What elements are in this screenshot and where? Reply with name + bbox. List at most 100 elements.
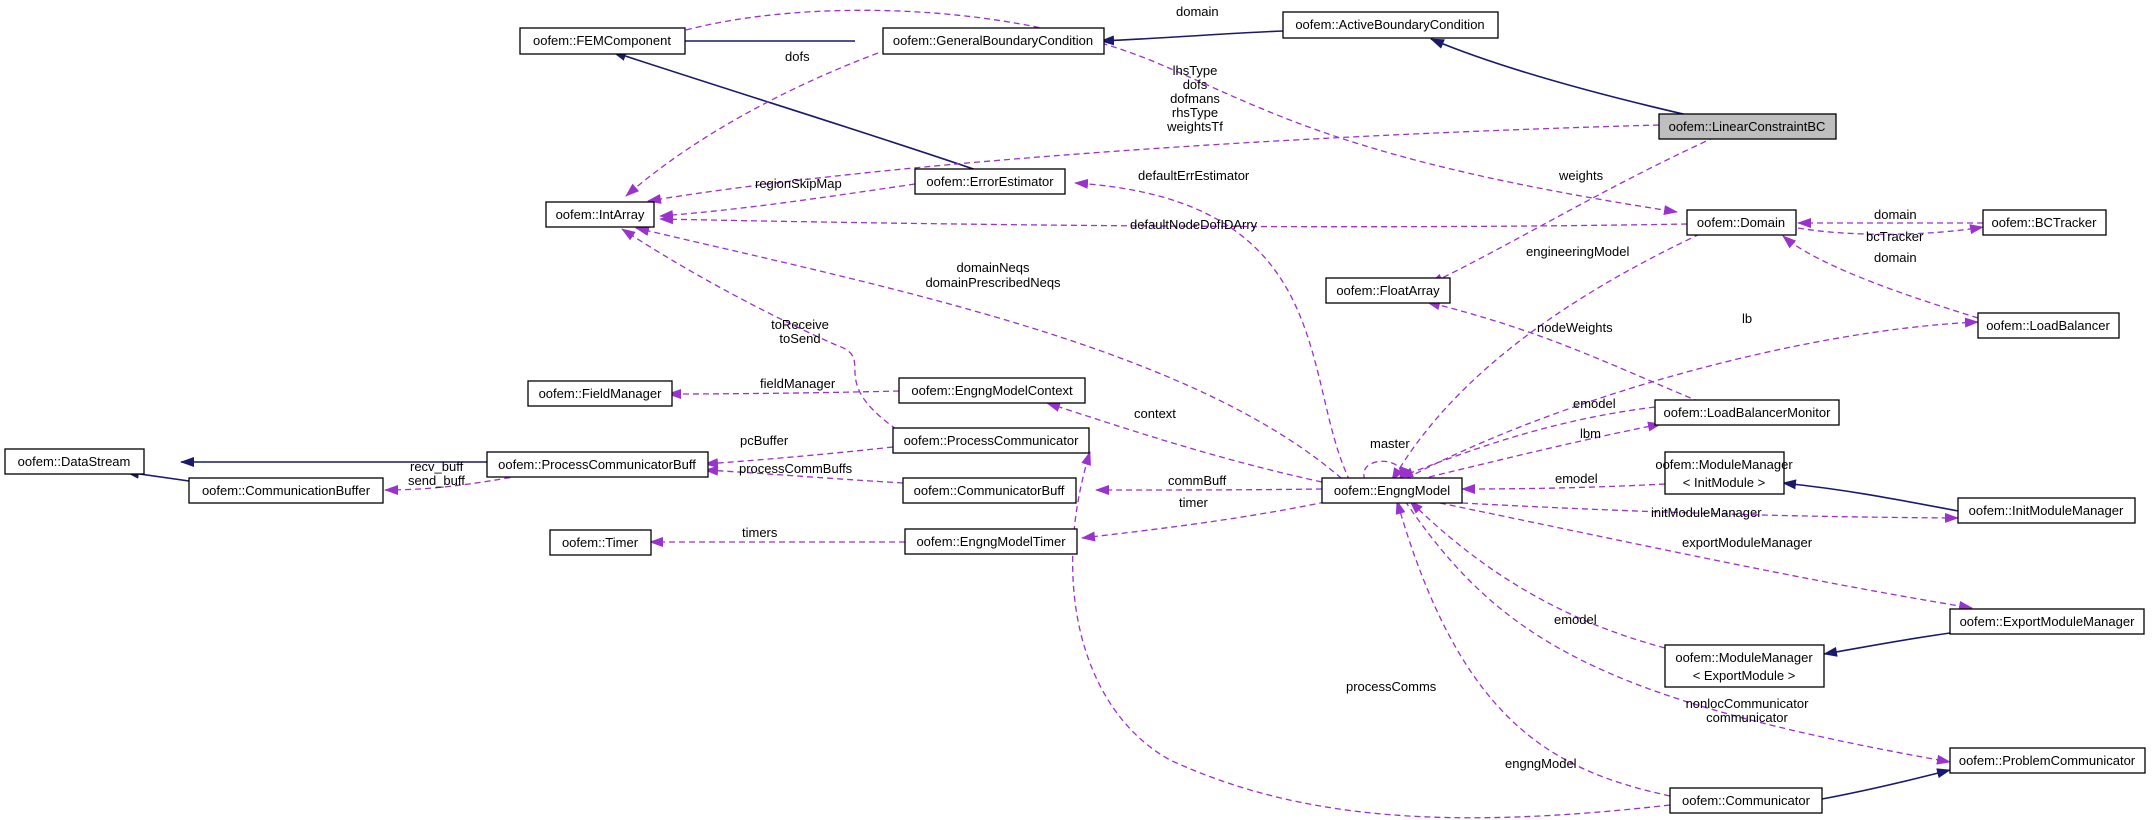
edge-communicator-engngmodel <box>1395 500 1671 797</box>
edge-engngmodel-errorestimator <box>1074 178 1351 482</box>
edge-label-master: master <box>1370 436 1410 451</box>
edge-label-lbm: lbm <box>1580 426 1601 441</box>
edge-label-communicator: communicator <box>1706 710 1788 725</box>
edge-label-processcomms: processComms <box>1346 679 1437 694</box>
edge-engngmodel-initmodulemanager <box>1461 502 1959 523</box>
edge-label-context: context <box>1134 406 1176 421</box>
edge-domain-engngmodel <box>1391 233 1701 482</box>
node-femcomponent[interactable]: oofem::FEMComponent <box>519 27 686 55</box>
node-communicatorbuff[interactable]: oofem::CommunicatorBuff <box>902 477 1077 504</box>
edge-communicator-processcommunicator <box>1071 451 1671 819</box>
node-label-timer: oofem::Timer <box>562 535 639 550</box>
edge-label-engineeringmodel: engineeringModel <box>1526 244 1629 259</box>
edge-label-emodel-lbm: emodel <box>1573 396 1616 411</box>
edge-label-initmodulemanager: initModuleManager <box>1651 505 1762 520</box>
edge-femcomponent-domain <box>685 9 1678 215</box>
edge-label-domainneqs: domainNeqs <box>957 260 1030 275</box>
node-label-initmodulemanager: oofem::InitModuleManager <box>1969 503 2124 518</box>
edge-errorestimator-intarray <box>659 183 916 221</box>
node-processcommunicator[interactable]: oofem::ProcessCommunicator <box>892 427 1090 454</box>
node-loadbalancermonitor[interactable]: oofem::LoadBalancerMonitor <box>1654 399 1840 426</box>
node-label-domain: oofem::Domain <box>1697 215 1785 230</box>
node-generalboundarycondition[interactable]: oofem::GeneralBoundaryCondition <box>882 27 1105 55</box>
edge-activebc-to-gbc <box>1100 30 1284 46</box>
edge-label-lhstype: lhsType <box>1173 63 1218 78</box>
node-label-floatarray: oofem::FloatArray <box>1336 283 1440 298</box>
edge-label-fieldmanager: fieldManager <box>760 376 836 391</box>
edge-label-timers: timers <box>742 525 778 540</box>
edge-engngmodel-exportmodulemanager <box>1429 500 1973 611</box>
node-bctracker[interactable]: oofem::BCTracker <box>1982 209 2107 236</box>
node-label-loadbalancermonitor: oofem::LoadBalancerMonitor <box>1664 405 1832 420</box>
node-activeboundarycondition[interactable]: oofem::ActiveBoundaryCondition <box>1282 11 1499 39</box>
edge-gbc-intarray <box>625 52 879 197</box>
edge-labels: domain dofs lhsType dofs dofmans rhsType… <box>408 4 1924 771</box>
edge-label-emodel-export: emodel <box>1554 612 1597 627</box>
edge-lcbc-to-activebc <box>1430 38 1697 118</box>
node-fieldmanager[interactable]: oofem::FieldManager <box>527 380 673 407</box>
edge-label-rhstype: rhsType <box>1172 105 1218 120</box>
usage-edges <box>384 9 1984 819</box>
edge-label-nodeweights: nodeWeights <box>1537 320 1613 335</box>
node-communicator[interactable]: oofem::Communicator <box>1669 787 1823 814</box>
node-communicationbuffer[interactable]: oofem::CommunicationBuffer <box>188 477 384 504</box>
edge-label-defaultnodedofidarry: defaultNodeDofIDArry <box>1130 217 1258 232</box>
node-label-femcomponent: oofem::FEMComponent <box>533 33 671 48</box>
node-problemcommunicator[interactable]: oofem::ProblemCommunicator <box>1949 747 2146 774</box>
node-label-datastream: oofem::DataStream <box>18 454 131 469</box>
node-engngmodeltimer[interactable]: oofem::EngngModelTimer <box>904 528 1078 555</box>
node-label-exportmodulemanager: oofem::ExportModuleManager <box>1960 614 2136 629</box>
edge-label-toreceive: toReceive <box>771 317 829 332</box>
node-label-exportmodule-template: < ExportModule > <box>1693 668 1796 683</box>
edge-label-processcommbuffs: processCommBuffs <box>739 461 853 476</box>
edge-modulemanagerinit-engngmodel <box>1461 483 1666 494</box>
edge-label-dofs-lbc: dofs <box>1183 77 1208 92</box>
edge-domain-bctracker <box>1797 224 1984 235</box>
edge-engngmodel-intarray <box>635 226 1350 486</box>
edge-label-dofmans: dofmans <box>1170 91 1220 106</box>
edge-initmodulemanager-to-modulemanager <box>1782 479 1959 512</box>
node-label-loadbalancer: oofem::LoadBalancer <box>1986 318 2110 333</box>
edge-modulemanagerexport-engngmodel <box>1409 500 1666 649</box>
node-modulemanager-exportmodule[interactable]: oofem::ModuleManager < ExportModule > <box>1664 644 1825 688</box>
node-domain[interactable]: oofem::Domain <box>1686 209 1797 236</box>
nodes: oofem::FEMComponent oofem::GeneralBounda… <box>4 11 2146 814</box>
node-label-bctracker: oofem::BCTracker <box>1992 215 2098 230</box>
node-engngmodel[interactable]: oofem::EngngModel <box>1321 477 1463 504</box>
node-loadbalancer[interactable]: oofem::LoadBalancer <box>1977 312 2120 339</box>
node-label-modulemanager-export: oofem::ModuleManager <box>1675 650 1813 665</box>
node-label-activeboundarycondition: oofem::ActiveBoundaryCondition <box>1295 17 1484 32</box>
node-label-engngmodelcontext: oofem::EngngModelContext <box>911 383 1073 398</box>
edge-label-pcbuffer: pcBuffer <box>740 433 789 448</box>
node-processcommunicatorbuff[interactable]: oofem::ProcessCommunicatorBuff <box>486 451 709 478</box>
edge-label-nonloccommunicator: nonlocCommunicator <box>1686 696 1810 711</box>
edge-engngmodelcontext-fieldmanager <box>667 388 900 399</box>
edge-engngmodel-loadbalancermonitor <box>1399 421 1662 485</box>
node-label-communicator: oofem::Communicator <box>1682 793 1811 808</box>
node-label-engngmodeltimer: oofem::EngngModelTimer <box>916 534 1066 549</box>
node-linearconstraintbc[interactable]: oofem::LinearConstraintBC <box>1658 113 1837 140</box>
node-label-initmodule-template: < InitModule > <box>1683 475 1765 490</box>
node-label-processcommunicatorbuff: oofem::ProcessCommunicatorBuff <box>498 457 696 472</box>
node-label-errorestimator: oofem::ErrorEstimator <box>926 174 1054 189</box>
edge-label-commbuff: commBuff <box>1168 473 1227 488</box>
node-label-engngmodel: oofem::EngngModel <box>1334 483 1450 498</box>
node-intarray[interactable]: oofem::IntArray <box>545 201 655 228</box>
node-label-linearconstraintbc: oofem::LinearConstraintBC <box>1669 119 1826 134</box>
node-label-intarray: oofem::IntArray <box>556 207 645 222</box>
node-engngmodelcontext[interactable]: oofem::EngngModelContext <box>898 377 1086 404</box>
inheritance-edges <box>125 30 1959 800</box>
edge-engngmodel-master-loop <box>1363 460 1410 481</box>
node-datastream[interactable]: oofem::DataStream <box>4 448 145 475</box>
node-floatarray[interactable]: oofem::FloatArray <box>1325 277 1451 304</box>
node-label-fieldmanager: oofem::FieldManager <box>539 386 663 401</box>
node-timer[interactable]: oofem::Timer <box>549 529 652 556</box>
edge-communicator-to-problemcommunicator <box>1821 768 1951 800</box>
edge-domain-intarray <box>659 214 1688 228</box>
node-initmodulemanager[interactable]: oofem::InitModuleManager <box>1957 497 2136 524</box>
node-errorestimator[interactable]: oofem::ErrorEstimator <box>914 168 1066 195</box>
node-exportmodulemanager[interactable]: oofem::ExportModuleManager <box>1949 608 2145 635</box>
node-modulemanager-initmodule[interactable]: oofem::ModuleManager < InitModule > <box>1655 451 1793 495</box>
edge-label-timer: timer <box>1179 495 1209 510</box>
